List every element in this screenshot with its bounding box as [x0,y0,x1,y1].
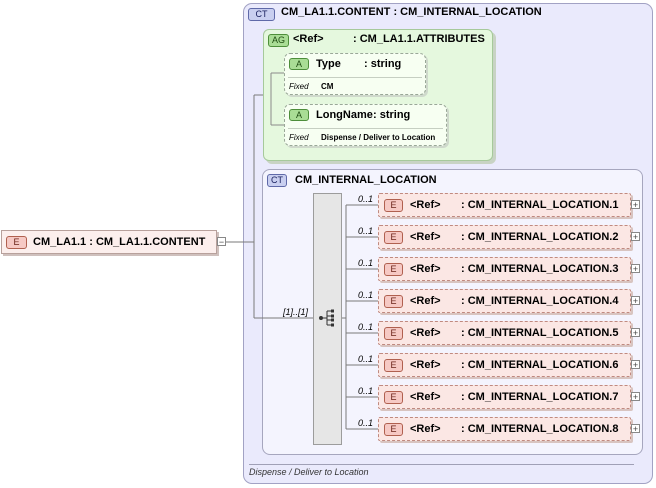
element-occurrence: 0..1 [358,194,374,204]
element-ref: <Ref> [410,423,441,435]
element-box[interactable] [378,257,631,281]
root-element-badge: E [6,236,27,249]
expand-button[interactable]: + [631,360,640,370]
element-ref: <Ref> [410,391,441,403]
element-name: : CM_INTERNAL_LOCATION.1 [461,199,619,211]
element-badge: E [384,359,403,372]
element-occurrence: 0..1 [358,418,374,428]
root-element-box[interactable] [1,230,217,254]
expand-button[interactable]: + [631,200,640,210]
element-box[interactable] [378,417,631,441]
element-name: : CM_INTERNAL_LOCATION.7 [461,391,619,403]
element-ref: <Ref> [410,327,441,339]
attribute-name: LongName [316,109,373,121]
attribute-fixed-value: CM [321,82,334,91]
element-box[interactable] [378,193,631,217]
element-occurrence: 0..1 [358,322,374,332]
expand-button[interactable]: + [631,392,640,402]
element-occurrence: 0..1 [358,290,374,300]
base-type-title: CM_INTERNAL_LOCATION [295,174,437,186]
expand-button[interactable]: + [631,424,640,434]
attribute-fixed-label: Fixed [289,82,309,91]
element-box[interactable] [378,225,631,249]
attribute-group-ref: <Ref> [293,33,324,45]
collapse-button[interactable]: − [217,237,226,247]
element-badge: E [384,391,403,404]
element-box[interactable] [378,353,631,377]
complex-type-title: CM_LA1.1.CONTENT : CM_INTERNAL_LOCATION [281,6,542,18]
element-name: : CM_INTERNAL_LOCATION.6 [461,359,619,371]
element-box[interactable] [378,385,631,409]
root-element-label: CM_LA1.1 : CM_LA1.1.CONTENT [33,236,206,248]
sequence-occurrence: [1]..[1] [283,307,309,317]
element-ref: <Ref> [410,263,441,275]
element-badge: E [384,231,403,244]
element-occurrence: 0..1 [358,258,374,268]
attribute-separator [288,77,422,78]
element-badge: E [384,263,403,276]
attribute-name: Type [316,58,341,70]
complex-type-badge: CT [248,8,275,21]
sequence-icon [319,309,334,327]
element-name: : CM_INTERNAL_LOCATION.5 [461,327,619,339]
documentation-text: Dispense / Deliver to Location [249,467,369,477]
attribute-group-badge: AG [268,34,289,47]
element-name: : CM_INTERNAL_LOCATION.4 [461,295,619,307]
element-badge: E [384,423,403,436]
element-badge: E [384,199,403,212]
attribute-group-name: : CM_LA1.1.ATTRIBUTES [353,33,485,45]
expand-button[interactable]: + [631,296,640,306]
attribute-separator [288,128,443,129]
element-occurrence: 0..1 [358,354,374,364]
expand-button[interactable]: + [631,264,640,274]
attribute-box-longname [284,104,447,146]
attribute-type: : string [373,109,411,121]
element-badge: E [384,295,403,308]
element-name: : CM_INTERNAL_LOCATION.8 [461,423,619,435]
attribute-badge: A [289,109,309,121]
expand-button[interactable]: + [631,232,640,242]
element-box[interactable] [378,321,631,345]
attribute-type: : string [364,58,402,70]
element-occurrence: 0..1 [358,226,374,236]
expand-button[interactable]: + [631,328,640,338]
element-ref: <Ref> [410,231,441,243]
documentation-separator [249,464,634,465]
attribute-fixed-label: Fixed [289,133,309,142]
element-ref: <Ref> [410,295,441,307]
base-type-badge: CT [267,174,287,187]
attribute-badge: A [289,58,309,70]
element-ref: <Ref> [410,359,441,371]
element-name: : CM_INTERNAL_LOCATION.2 [461,231,619,243]
element-box[interactable] [378,289,631,313]
element-badge: E [384,327,403,340]
attribute-fixed-value: Dispense / Deliver to Location [321,133,436,142]
element-occurrence: 0..1 [358,386,374,396]
element-ref: <Ref> [410,199,441,211]
element-name: : CM_INTERNAL_LOCATION.3 [461,263,619,275]
